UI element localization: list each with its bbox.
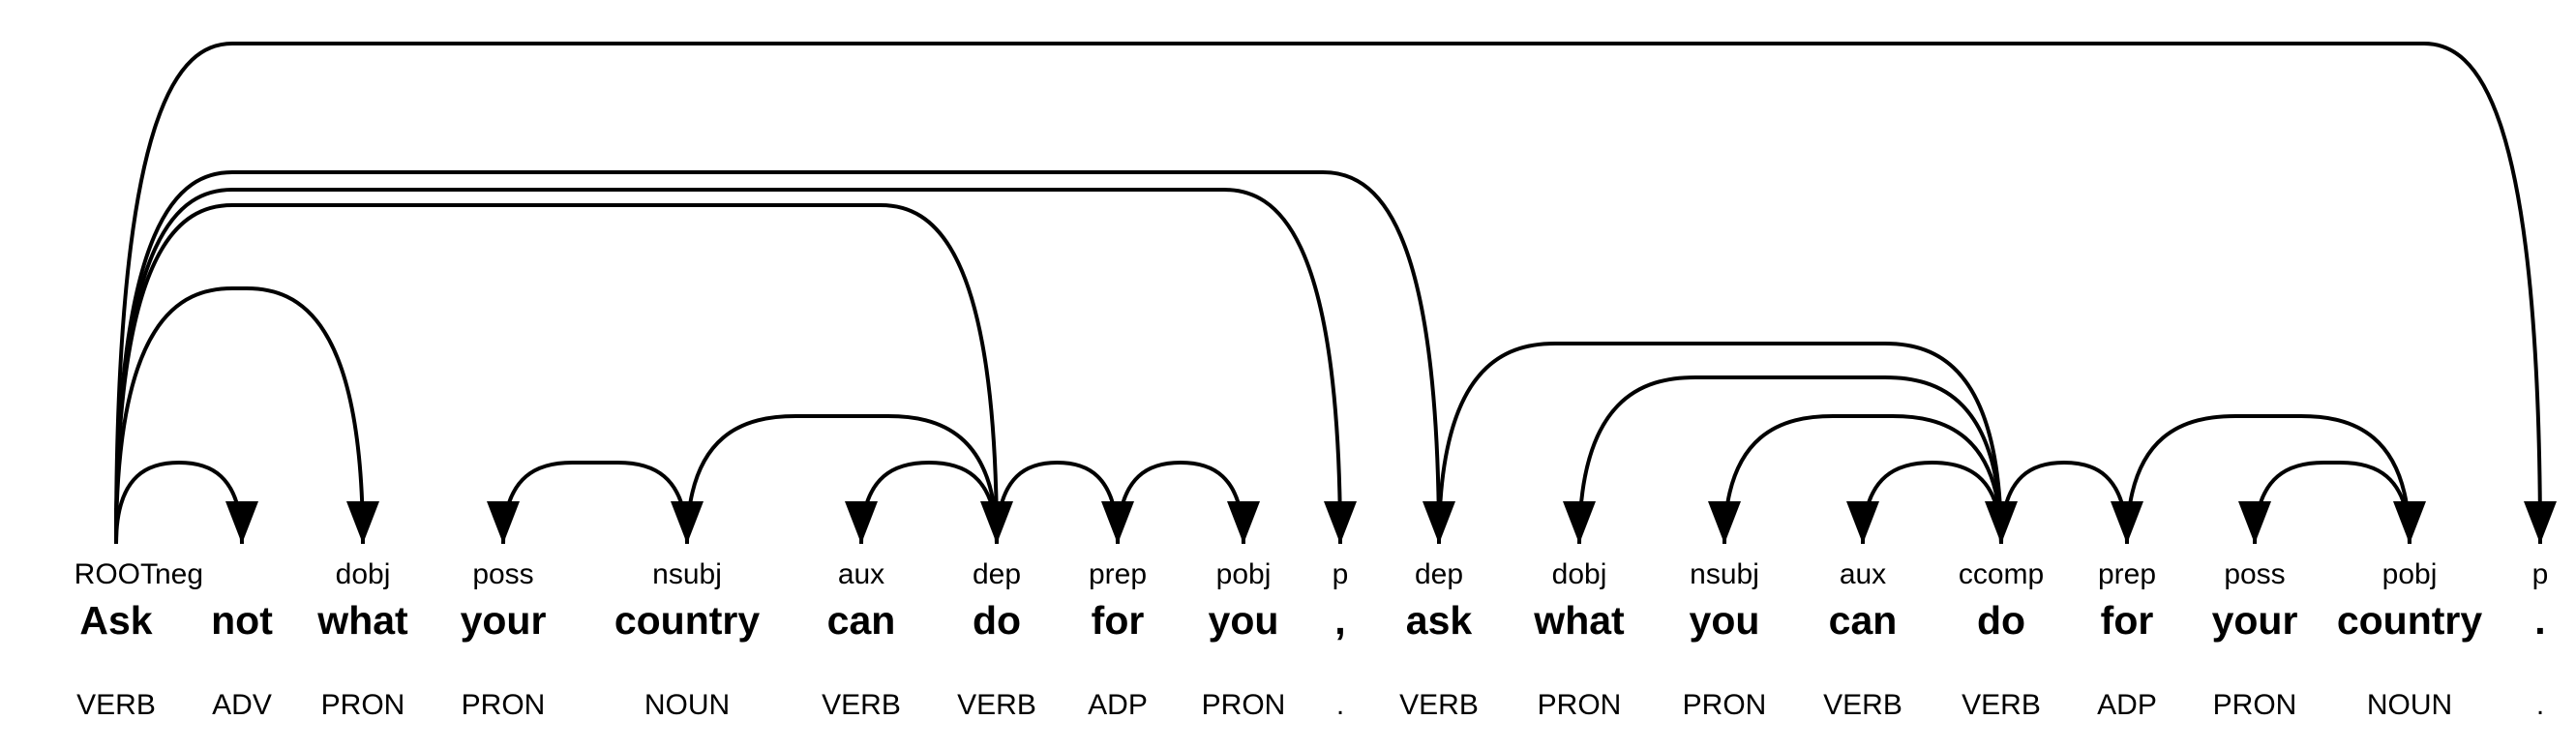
dep-word-11[interactable]: ask — [1406, 598, 1473, 643]
dep-pos-tag-11[interactable]: VERB — [1399, 689, 1479, 721]
dep-arrowhead-13 — [1846, 501, 1879, 544]
dep-arc-label-11: dobj — [1552, 558, 1607, 590]
dep-pos-tag-6[interactable]: VERB — [822, 689, 901, 721]
dep-arrowhead-4 — [671, 501, 704, 544]
dep-arrowhead-10 — [1423, 501, 1455, 544]
dep-word-14[interactable]: can — [1829, 598, 1898, 643]
dep-word-8[interactable]: for — [1092, 598, 1145, 643]
dep-arc-label-6: dep — [973, 558, 1021, 590]
dep-word-9[interactable]: you — [1209, 598, 1279, 643]
dep-word-3[interactable]: what — [316, 598, 408, 643]
dep-pos-tag-13[interactable]: PRON — [1683, 689, 1767, 721]
dep-arc-pobj-17 — [2125, 414, 2411, 545]
dep-arrowhead-5 — [845, 501, 878, 544]
dep-pos-tag-15[interactable]: VERB — [1962, 689, 2041, 721]
dep-pos-tag-1[interactable]: VERB — [76, 689, 156, 721]
dep-arrowhead-17 — [2393, 501, 2426, 544]
dep-arc-dobj-11 — [1577, 375, 2003, 545]
dep-arc-nsubj-12 — [1722, 414, 2003, 545]
dep-pos-tag-4[interactable]: PRON — [462, 689, 546, 721]
dep-arc-label-12: nsubj — [1690, 558, 1759, 590]
dep-arc-label-17: pobj — [2382, 558, 2438, 590]
dep-arc-label-16: poss — [2224, 558, 2285, 590]
dep-arc-p-18 — [114, 42, 2542, 545]
dep-arc-aux-13 — [1861, 461, 2003, 545]
dep-arc-poss-3 — [501, 461, 689, 545]
dep-pos-tag-12[interactable]: PRON — [1538, 689, 1622, 721]
dep-pos-tag-16[interactable]: ADP — [2097, 689, 2157, 721]
dep-arc-nsubj-4 — [685, 414, 999, 545]
dep-arc-dep-10 — [114, 170, 1441, 545]
pos-tag-layer: VERB ADV PRON PRON NOUN VERB VERB ADP PRON. VERB P… — [76, 689, 2544, 721]
dep-word-5[interactable]: country — [614, 598, 761, 643]
dep-pos-tag-2[interactable]: ADV — [212, 689, 272, 721]
dep-arc-label-7: prep — [1089, 558, 1147, 590]
dep-arc-neg-1 — [114, 460, 244, 545]
dep-arc-label-0: ROOT — [75, 558, 159, 590]
dep-pos-tag-8[interactable]: ADP — [1088, 689, 1148, 721]
dep-arrowhead-15 — [2111, 501, 2143, 544]
dep-pos-tag-14[interactable]: VERB — [1823, 689, 1902, 721]
dep-word-7[interactable]: do — [973, 598, 1021, 643]
dep-arrowhead-1 — [225, 501, 258, 544]
dep-arrowhead-18 — [2524, 501, 2557, 544]
dep-arrowhead-14 — [1985, 501, 2018, 544]
dep-arc-label-3: poss — [472, 558, 533, 590]
dep-arc-pobj-8 — [1116, 460, 1245, 545]
dep-arc-poss-16 — [2253, 461, 2411, 545]
dep-word-19[interactable]: . — [2534, 598, 2545, 643]
dep-arc-label-9: p — [1333, 558, 1349, 590]
dep-arc-label-1: neg — [155, 558, 203, 590]
dep-arc-dobj-2 — [114, 286, 365, 545]
dep-arrowhead-6 — [980, 501, 1013, 544]
dep-arc-ccomp-14 — [1437, 342, 2003, 545]
dep-word-10[interactable]: , — [1334, 598, 1345, 643]
dep-arc-label-10: dep — [1415, 558, 1463, 590]
dep-word-4[interactable]: your — [461, 598, 547, 643]
dep-arrowhead-9 — [1324, 501, 1357, 544]
dep-arc-label-15: prep — [2098, 558, 2156, 590]
dep-word-17[interactable]: your — [2212, 598, 2298, 643]
dep-arc-label-13: aux — [1840, 558, 1886, 590]
dep-pos-tag-3[interactable]: PRON — [321, 689, 405, 721]
dep-pos-tag-18[interactable]: NOUN — [2367, 689, 2452, 721]
dep-arc-label-5: aux — [838, 558, 884, 590]
dep-word-12[interactable]: what — [1533, 598, 1625, 643]
dep-arrowhead-2 — [346, 501, 379, 544]
dep-arc-dep-6 — [114, 203, 999, 545]
dep-pos-tag-19[interactable]: . — [2536, 689, 2544, 721]
dep-arc-label-4: nsubj — [652, 558, 722, 590]
dep-pos-tag-17[interactable]: PRON — [2213, 689, 2297, 721]
dep-word-16[interactable]: for — [2101, 598, 2154, 643]
dep-word-2[interactable]: not — [211, 598, 273, 643]
dep-pos-tag-7[interactable]: VERB — [957, 689, 1036, 721]
dep-arc-prep-7 — [995, 460, 1120, 545]
dep-arc-label-8: pobj — [1216, 558, 1272, 590]
dep-word-15[interactable]: do — [1977, 598, 2025, 643]
dep-pos-tag-10[interactable]: . — [1336, 689, 1344, 721]
dep-word-6[interactable]: can — [827, 598, 896, 643]
dep-arrowhead-8 — [1227, 501, 1260, 544]
dep-word-13[interactable]: you — [1690, 598, 1760, 643]
dep-arc-label-14: ccomp — [1959, 558, 2044, 590]
dep-arrowhead-11 — [1563, 501, 1596, 544]
dep-arc-label-2: dobj — [336, 558, 391, 590]
arc-layer — [114, 42, 2542, 545]
dep-pos-tag-9[interactable]: PRON — [1202, 689, 1286, 721]
dep-word-1[interactable]: Ask — [79, 598, 152, 643]
dep-arrowhead-3 — [487, 501, 520, 544]
dep-arrowhead-7 — [1101, 501, 1134, 544]
dep-pos-tag-5[interactable]: NOUN — [644, 689, 730, 721]
dep-arc-label-18: p — [2532, 558, 2549, 590]
dep-word-18[interactable]: country — [2337, 598, 2483, 643]
dep-arc-prep-15 — [1999, 460, 2129, 545]
dep-arrowhead-16 — [2238, 501, 2271, 544]
dep-arrowhead-12 — [1708, 501, 1741, 544]
dep-arc-p-9 — [114, 188, 1342, 545]
dep-arc-aux-5 — [859, 460, 999, 545]
arrowhead-layer — [225, 501, 2557, 544]
